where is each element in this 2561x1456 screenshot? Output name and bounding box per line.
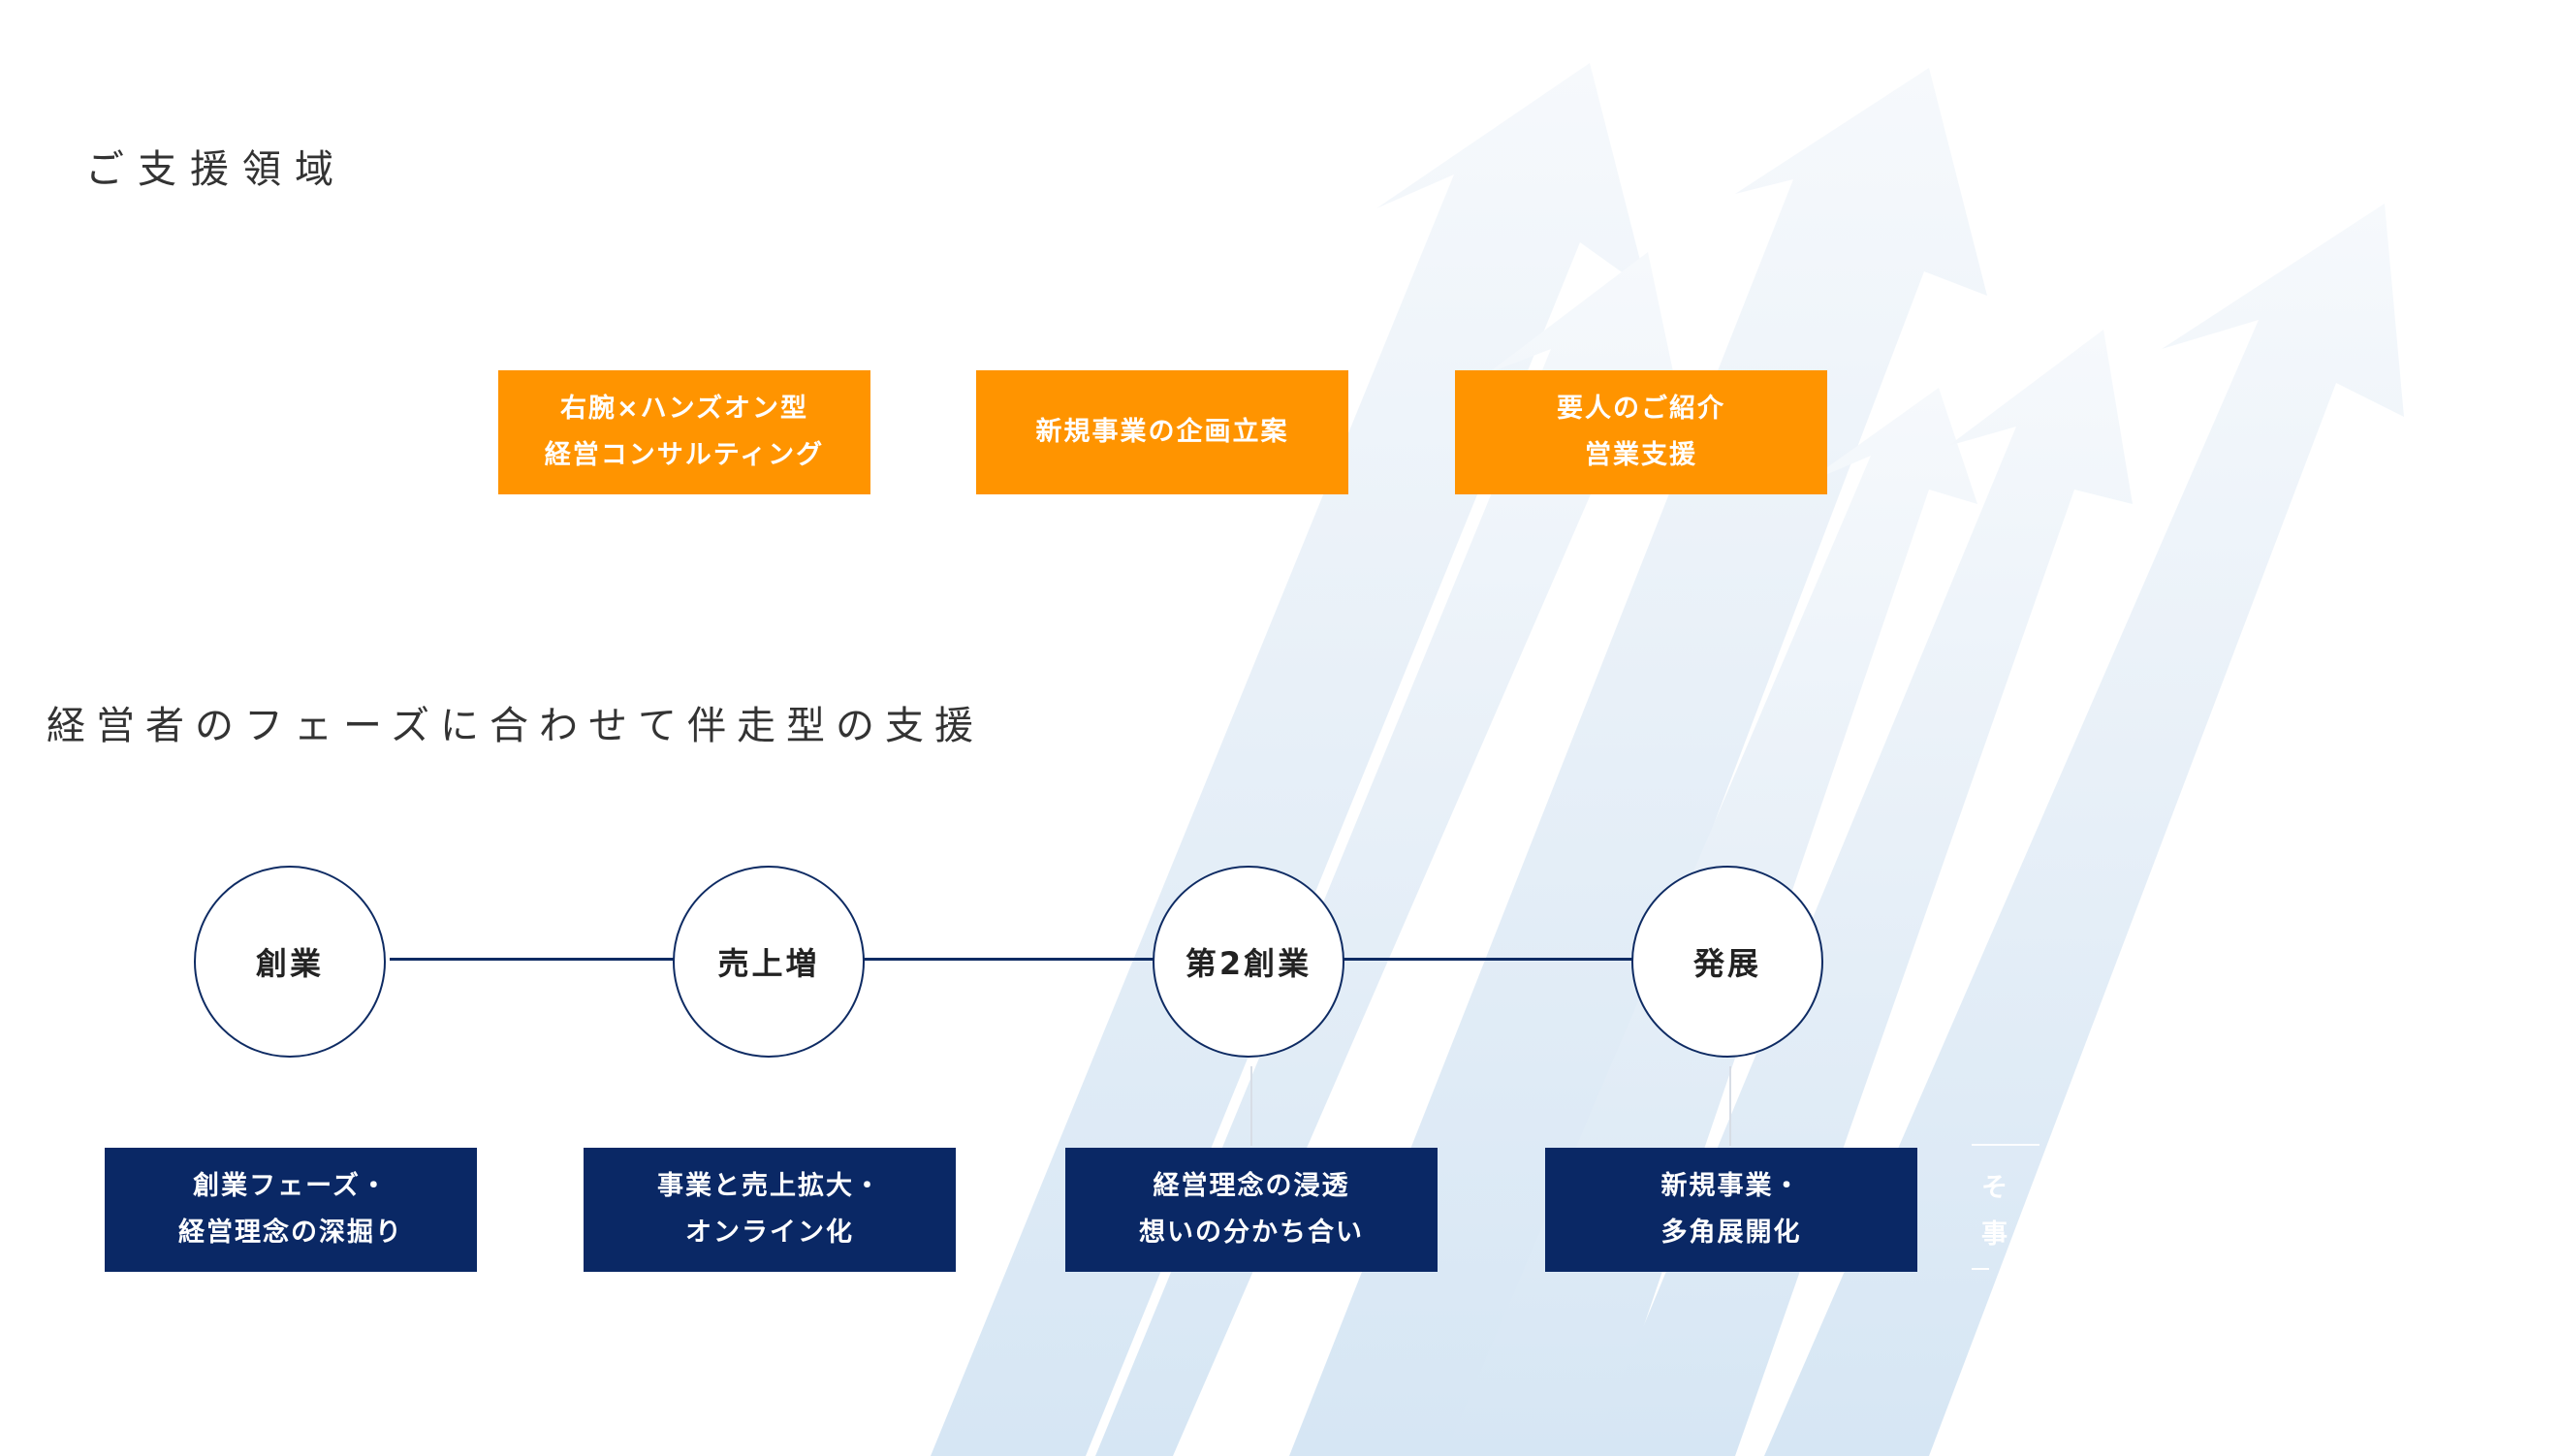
support-item-line: 右腕×ハンズオン型 (559, 394, 809, 424)
support-item-consulting: 右腕×ハンズオン型 経営コンサルティング (498, 370, 870, 494)
stage-detail-development: 新規事業・ 多角展開化 (1545, 1148, 1917, 1272)
cutoff-divider (1972, 1268, 1989, 1270)
support-item-line: 経営コンサルティング (544, 440, 825, 470)
phase-support-heading: 経営者のフェーズに合わせて伴走型の支援 (47, 704, 984, 748)
support-item-line: 営業支援 (1585, 440, 1697, 470)
cutoff-line: 事 (1981, 1219, 2008, 1250)
stage-label: 発展 (1692, 945, 1761, 982)
support-item-new-business: 新規事業の企画立案 (976, 370, 1348, 494)
stage-detail-line: 事業と売上拡大・ (657, 1171, 882, 1201)
stage-circle-founding: 創業 (194, 866, 386, 1058)
stage-circle-sales-growth: 売上増 (673, 866, 865, 1058)
stage-detail-line: 多角展開化 (1660, 1218, 1802, 1248)
stage-label: 売上増 (717, 945, 820, 982)
cutoff-text: そ 事 (1981, 1165, 2010, 1258)
stage-detail-line: 新規事業・ (1660, 1171, 1802, 1201)
support-item-line: 新規事業の企画立案 (1035, 417, 1289, 447)
stage-connector (1250, 1066, 1252, 1146)
stage-circle-development: 発展 (1631, 866, 1823, 1058)
stage-detail-line: 経営理念の浸透 (1153, 1171, 1350, 1201)
stage-detail-sales-growth: 事業と売上拡大・ オンライン化 (584, 1148, 956, 1272)
stage-detail-cutoff: そ 事 (1972, 1144, 2107, 1272)
stage-label: 創業 (255, 945, 324, 982)
cutoff-divider (1972, 1144, 2039, 1146)
stage-detail-line: 創業フェーズ・ (193, 1171, 389, 1201)
stage-detail-line: オンライン化 (685, 1218, 854, 1248)
support-area-heading: ご支援領域 (85, 147, 347, 192)
support-item-introduction: 要人のご紹介 営業支援 (1455, 370, 1827, 494)
cutoff-line: そ (1981, 1173, 2008, 1203)
stage-detail-line: 想いの分かち合い (1139, 1218, 1364, 1248)
stage-detail-line: 経営理念の深掘り (178, 1218, 403, 1248)
stage-circle-second-founding: 第2創業 (1153, 866, 1344, 1058)
stage-detail-second-founding: 経営理念の浸透 想いの分かち合い (1065, 1148, 1438, 1272)
stage-connector (1729, 1066, 1731, 1146)
timeline-line (390, 958, 1634, 961)
support-item-line: 要人のご紹介 (1557, 394, 1725, 424)
stage-detail-founding: 創業フェーズ・ 経営理念の深掘り (105, 1148, 477, 1272)
stage-label: 第2創業 (1185, 945, 1312, 982)
